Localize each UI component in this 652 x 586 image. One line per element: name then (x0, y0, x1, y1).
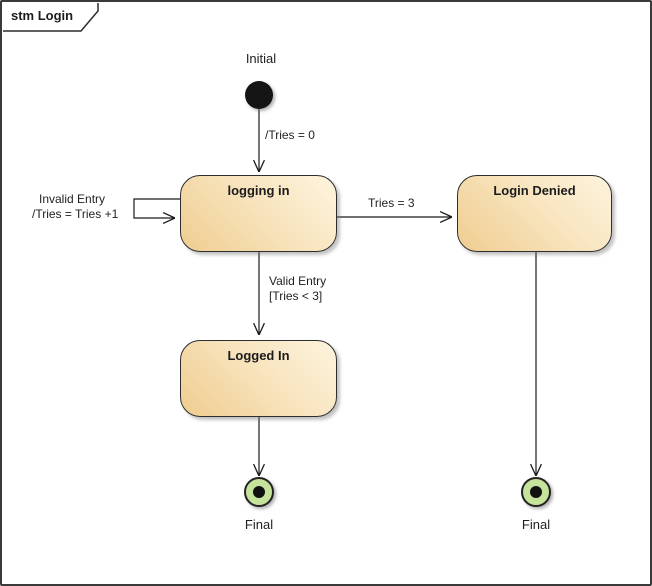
transition-label-invalid-entry-trigger: Invalid Entry (39, 192, 106, 206)
frame-tab (3, 3, 99, 32)
transition-label-tries-0: /Tries = 0 (265, 128, 315, 142)
initial-node-label: Initial (245, 51, 277, 66)
state-logged-in-label: Logged In (227, 348, 290, 363)
state-logged-in[interactable]: Logged In (180, 340, 337, 417)
transition-label-tries-3: Tries = 3 (368, 196, 415, 210)
state-login-denied-label: Login Denied (493, 183, 576, 198)
final-node-right[interactable] (521, 477, 551, 507)
transition-label-valid-entry-trigger: Valid Entry (269, 274, 327, 288)
transition-label-valid-entry: Valid Entry [Tries < 3] (269, 274, 326, 304)
transition-label-valid-entry-guard: [Tries < 3] (269, 289, 323, 303)
final-node-left-label: Final (244, 517, 274, 532)
final-node-right-label: Final (521, 517, 551, 532)
state-logging-in-label: logging in (227, 183, 290, 198)
final-node-left[interactable] (244, 477, 274, 507)
transition-label-invalid-entry: Invalid Entry /Tries = Tries +1 (32, 192, 118, 222)
transition-self-loop-invalid-entry[interactable] (133, 198, 180, 218)
state-login-denied[interactable]: Login Denied (457, 175, 612, 252)
state-logging-in[interactable]: logging in (180, 175, 337, 252)
transition-label-invalid-entry-action: /Tries = Tries +1 (32, 207, 119, 221)
initial-node[interactable] (245, 81, 273, 109)
frame-title: stm Login (11, 8, 74, 23)
